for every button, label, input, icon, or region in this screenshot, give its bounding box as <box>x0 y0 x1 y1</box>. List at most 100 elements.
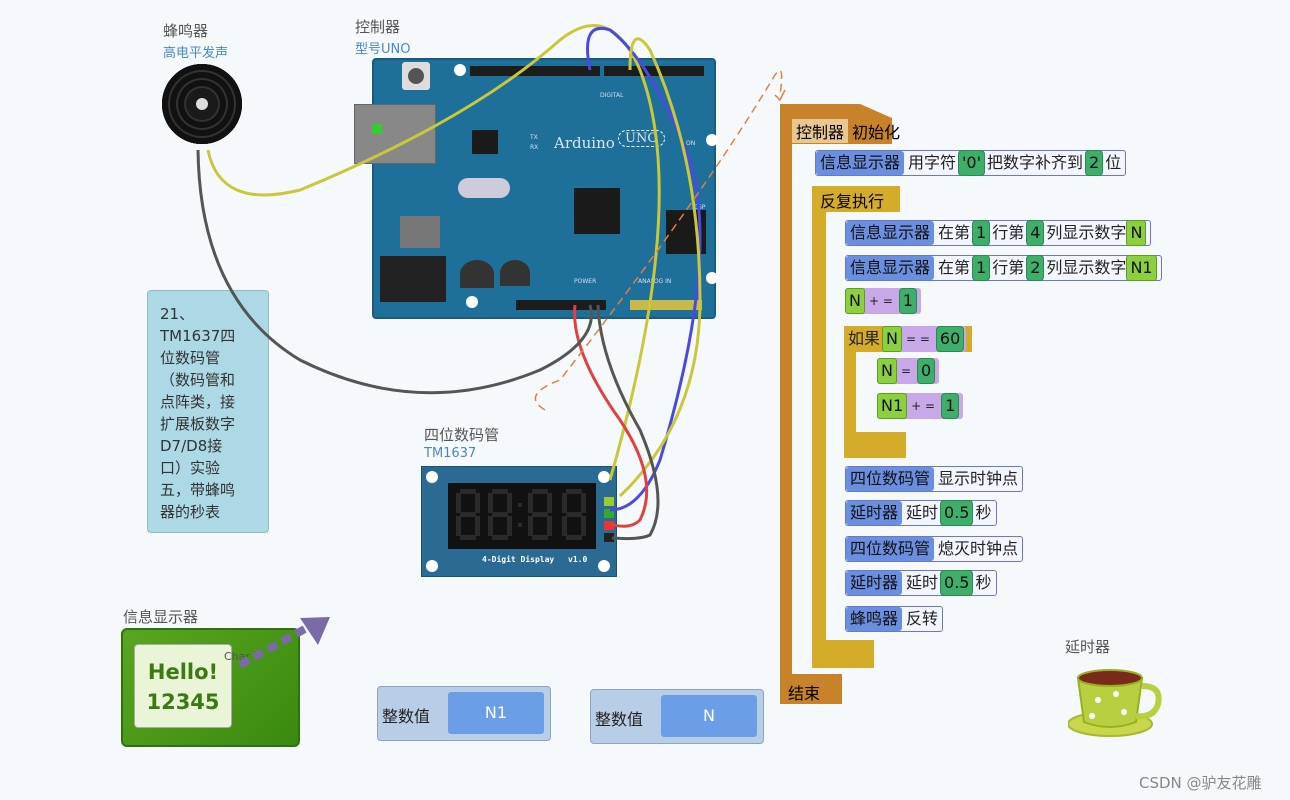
capacitor <box>500 260 530 286</box>
block-init[interactable]: 控制器 初始化 <box>792 118 904 144</box>
value-input[interactable]: 0 <box>917 358 936 384</box>
segment <box>460 535 476 540</box>
block-text: 显示时钟点 <box>938 469 1019 488</box>
block-show-n1[interactable]: 信息显示器 在第 1 行第 2 列显示数字 N1 <box>845 255 1162 281</box>
pin-gnd <box>604 533 614 542</box>
variable-chip[interactable]: N1 <box>877 393 908 419</box>
block-text: 位 <box>1105 153 1122 172</box>
value-input[interactable]: 1 <box>898 288 918 314</box>
pad-length-input[interactable]: 2 <box>1085 150 1104 176</box>
block-text: 延时 <box>906 503 939 522</box>
loop-label[interactable]: 反复执行 <box>820 192 885 211</box>
mount-hole <box>466 296 478 308</box>
block-tag: 延时器 <box>846 571 903 595</box>
variable-n1[interactable]: 整数值 N1 <box>377 686 551 741</box>
arrow-head <box>774 89 786 102</box>
block-text: 列显示数字 <box>1046 223 1127 242</box>
value-input[interactable]: 60 <box>935 326 965 352</box>
watermark: CSDN @驴友花雕 <box>1139 774 1262 792</box>
block-if[interactable]: 如果 N = = 60 <box>848 326 967 352</box>
label-power: POWER <box>574 278 597 285</box>
end-label[interactable]: 结束 <box>788 684 821 703</box>
block-inc-n[interactable]: N + = 1 <box>845 288 922 314</box>
delay-value-input[interactable]: 0.5 <box>940 500 974 526</box>
segment <box>507 516 512 536</box>
crystal <box>458 178 510 198</box>
block-set-n[interactable]: N = 0 <box>877 358 940 384</box>
block-tag: 信息显示器 <box>816 151 905 175</box>
pin-clk <box>604 497 614 506</box>
variable-chip[interactable]: N <box>877 358 897 384</box>
arduino-uno-board[interactable]: Arduino UNO DIGITAL ANALOG IN POWER ICSP… <box>354 58 718 319</box>
display-version: v1.0 <box>568 555 588 564</box>
label-rx: RX <box>530 144 539 151</box>
variable-chip[interactable]: N <box>845 288 865 314</box>
col-input[interactable]: 2 <box>1026 255 1045 281</box>
segment <box>566 535 582 540</box>
usb-led <box>372 124 382 134</box>
block-text: 列显示数字 <box>1046 258 1127 277</box>
variable-type-label: 整数值 <box>382 707 431 726</box>
row-input[interactable]: 1 <box>972 220 991 246</box>
digit-3 <box>528 489 552 541</box>
segment <box>460 489 476 494</box>
segment <box>566 512 582 517</box>
block-buzzer-toggle[interactable]: 蜂鸣器 反转 <box>845 606 944 632</box>
segment <box>532 489 548 494</box>
mount-hole <box>454 64 466 76</box>
init-controller-label: 控制器 <box>792 119 849 143</box>
icsp-header <box>666 210 706 254</box>
block-inc-n1[interactable]: N1 + = 1 <box>877 393 964 419</box>
usb-chip <box>472 130 498 154</box>
segment <box>528 493 533 513</box>
value-input[interactable]: 1 <box>941 393 960 419</box>
pad-char-input[interactable]: '0' <box>958 150 986 176</box>
char-label: Char <box>224 650 250 663</box>
segment <box>475 516 480 536</box>
info-display-widget[interactable]: Hello! 12345 Char <box>121 628 300 747</box>
block-clock-off[interactable]: 四位数码管 熄灭时钟点 <box>845 536 1024 562</box>
segment <box>547 516 552 536</box>
block-show-n[interactable]: 信息显示器 在第 1 行第 4 列显示数字 N <box>845 220 1152 246</box>
operator: + = <box>868 294 893 308</box>
block-tag: 延时器 <box>846 501 903 525</box>
digital-header-right <box>604 66 704 76</box>
block-clock-show[interactable]: 四位数码管 显示时钟点 <box>845 466 1024 492</box>
power-jack <box>380 256 446 302</box>
lcd-line-2: 12345 <box>146 690 220 714</box>
digital-header-left <box>470 66 600 76</box>
power-header <box>516 300 606 310</box>
block-pad-digits[interactable]: 信息显示器 用字符 '0' 把数字补齐到 2 位 <box>815 150 1127 176</box>
variable-name[interactable]: N <box>661 695 757 737</box>
segment <box>566 489 582 494</box>
variable-chip[interactable]: N <box>882 326 902 352</box>
delay-value-input[interactable]: 0.5 <box>940 570 974 596</box>
segment <box>532 535 548 540</box>
init-text: 初始化 <box>852 123 901 142</box>
mount-hole <box>426 471 438 483</box>
operator: = <box>900 364 912 378</box>
block-text: 熄灭时钟点 <box>938 539 1019 558</box>
delay-widget-title: 延时器 <box>1065 638 1111 656</box>
teacup-icon[interactable] <box>1068 660 1168 740</box>
variable-chip[interactable]: N <box>1126 220 1147 246</box>
block-delay-2[interactable]: 延时器 延时 0.5 秒 <box>845 570 997 596</box>
segment <box>532 512 548 517</box>
pin-dio <box>604 509 614 518</box>
mcu-chip <box>574 188 620 234</box>
segment <box>456 516 461 536</box>
block-delay-1[interactable]: 延时器 延时 0.5 秒 <box>845 500 997 526</box>
variable-name[interactable]: N1 <box>448 692 544 734</box>
info-display-title: 信息显示器 <box>123 608 199 626</box>
regulator <box>400 216 440 248</box>
col-input[interactable]: 4 <box>1026 220 1045 246</box>
row-input[interactable]: 1 <box>972 255 991 281</box>
label-on: ON <box>686 140 696 147</box>
reset-button[interactable] <box>402 62 430 90</box>
variable-chip[interactable]: N1 <box>1126 255 1157 281</box>
variable-n[interactable]: 整数值 N <box>590 689 764 744</box>
tm1637-display[interactable]: 4-Digit Display v1.0 <box>421 466 617 577</box>
board-logo: UNO <box>618 130 665 147</box>
label-digital: DIGITAL <box>600 92 624 99</box>
buzzer-component[interactable] <box>162 64 242 144</box>
